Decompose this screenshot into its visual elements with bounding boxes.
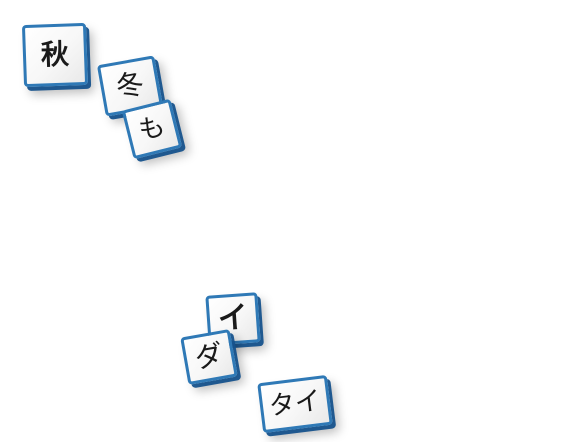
tile-character: 冬 — [113, 66, 147, 105]
character-tile-tai[interactable]: タイ — [257, 374, 333, 434]
character-tile-da[interactable]: ダ — [180, 329, 238, 385]
character-tile-mo[interactable]: も — [121, 98, 183, 160]
tile-character: ダ — [192, 337, 226, 376]
tile-character: も — [135, 111, 169, 147]
character-tile-aki[interactable]: 秋 — [21, 22, 89, 88]
tile-character: 秋 — [40, 37, 70, 72]
tile-character: タイ — [267, 385, 323, 423]
